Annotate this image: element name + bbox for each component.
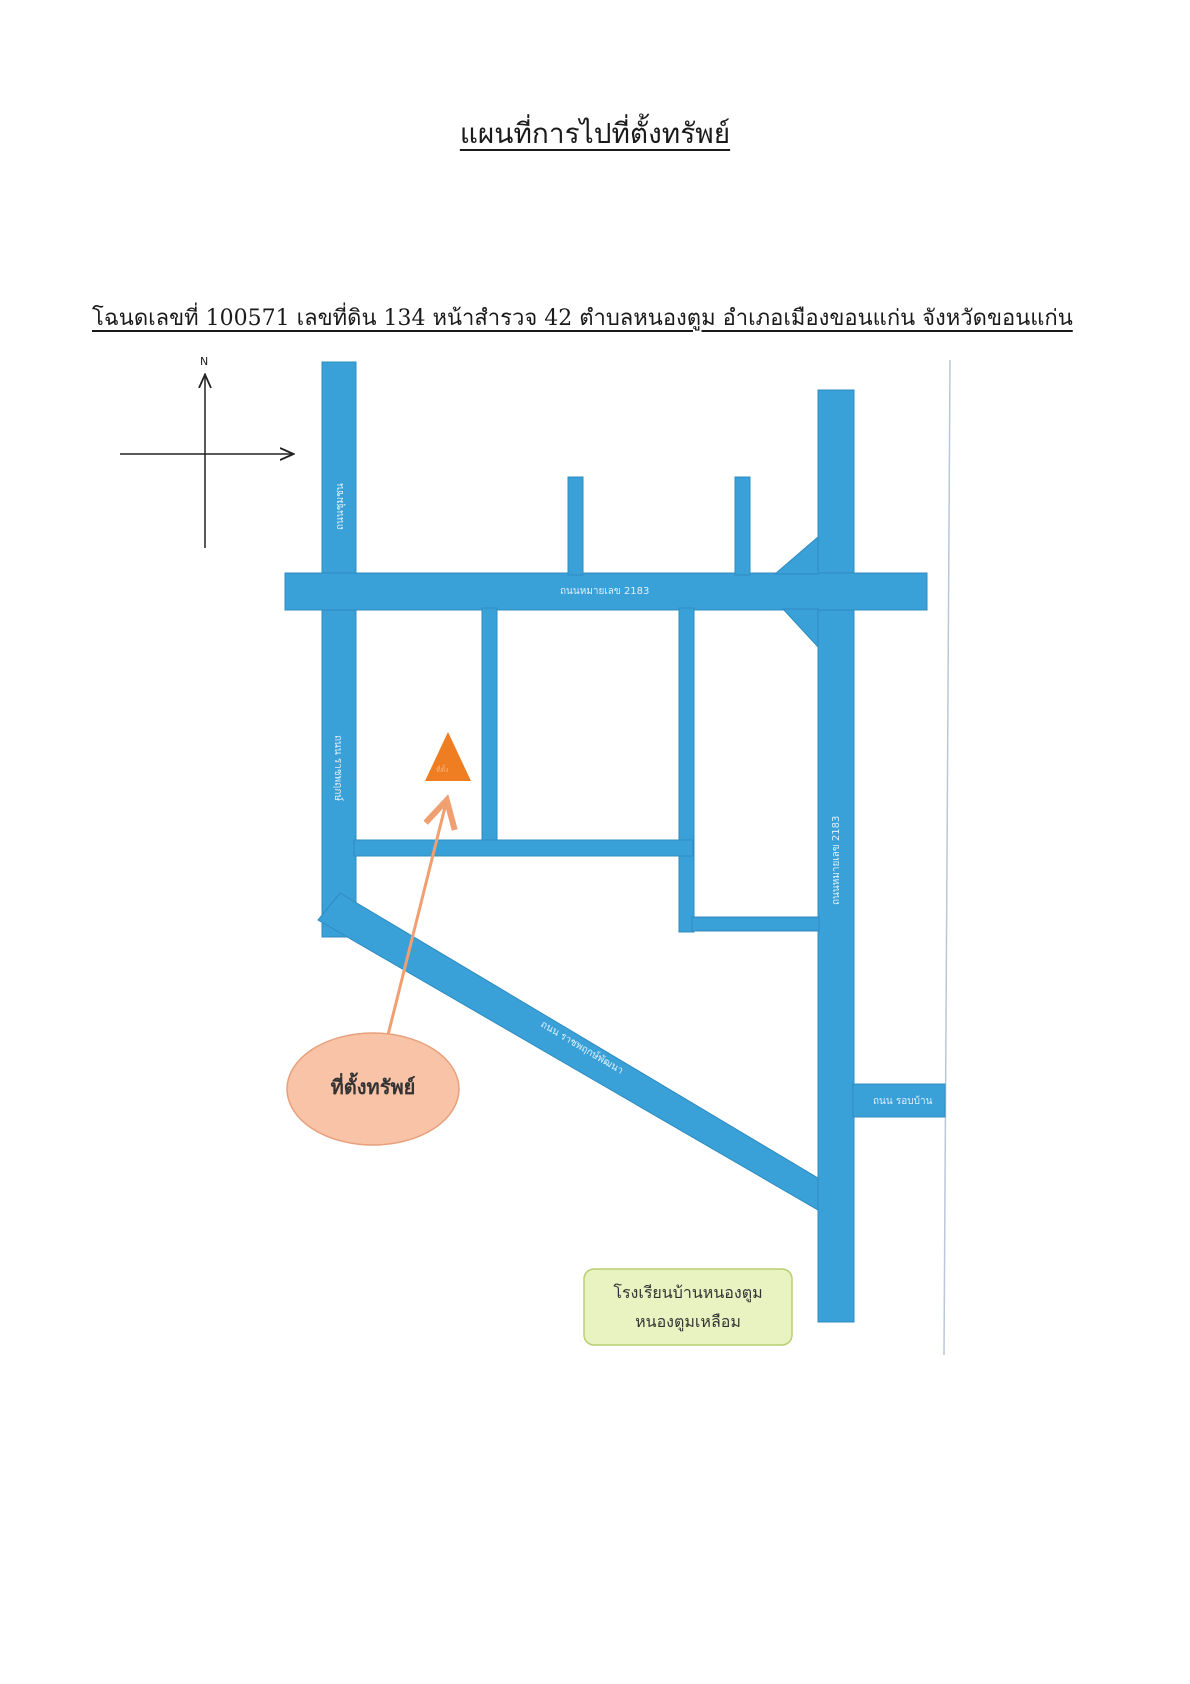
road-label-highway-horizontal: ถนนหมายเลข 2183 [560,586,649,597]
road-spur-north-1 [567,476,584,576]
school-name-line2: หนองตูมเหลือม [635,1312,741,1332]
property-callout-label: ที่ตั้งทรัพย์ [331,1072,416,1099]
road-label-highway-vertical: ถนนหมายเลข 2183 [831,816,842,905]
road-spur-north-2 [734,476,751,576]
road-connector-middle [353,839,694,857]
road-highway-2183-vertical [817,389,855,1323]
compass: N [120,355,292,548]
road-label-ring-road: ถนน รอบบ้าน [873,1095,933,1107]
school-box [583,1268,793,1346]
boundary-line [943,359,951,1356]
property-pointer-arrow [386,803,446,1036]
page-title: แผนที่การไปที่ตั้งทรัพย์ [459,117,731,150]
school-name-line1: โรงเรียนบ้านหนองตูม [613,1283,762,1303]
road-highway-2183-horizontal [284,572,928,611]
road-label-left-lower: ถนน ราชพฤกษ์ [332,735,344,801]
road-diagonal [317,892,819,1211]
compass-north-label: N [200,355,208,368]
property-marker-label: ที่ตั้ง [436,763,449,774]
deed-info-line: โฉนดเลขที่ 100571 เลขที่ดิน 134 หน้าสำรว… [92,306,1073,331]
road-spur-south-1 [481,607,498,842]
road-spur-south-2 [678,607,695,933]
road-network [284,361,946,1323]
property-callout [286,1032,460,1146]
property-marker-triangle [425,732,471,781]
road-ring-east [852,1083,946,1118]
road-label-left-top: ถนนชุมชน [335,483,346,530]
road-junction-lower-flare [781,608,819,649]
road-junction-upper-flare [773,535,819,575]
road-connector-lower [691,916,820,932]
road-left-vertical [321,361,357,938]
